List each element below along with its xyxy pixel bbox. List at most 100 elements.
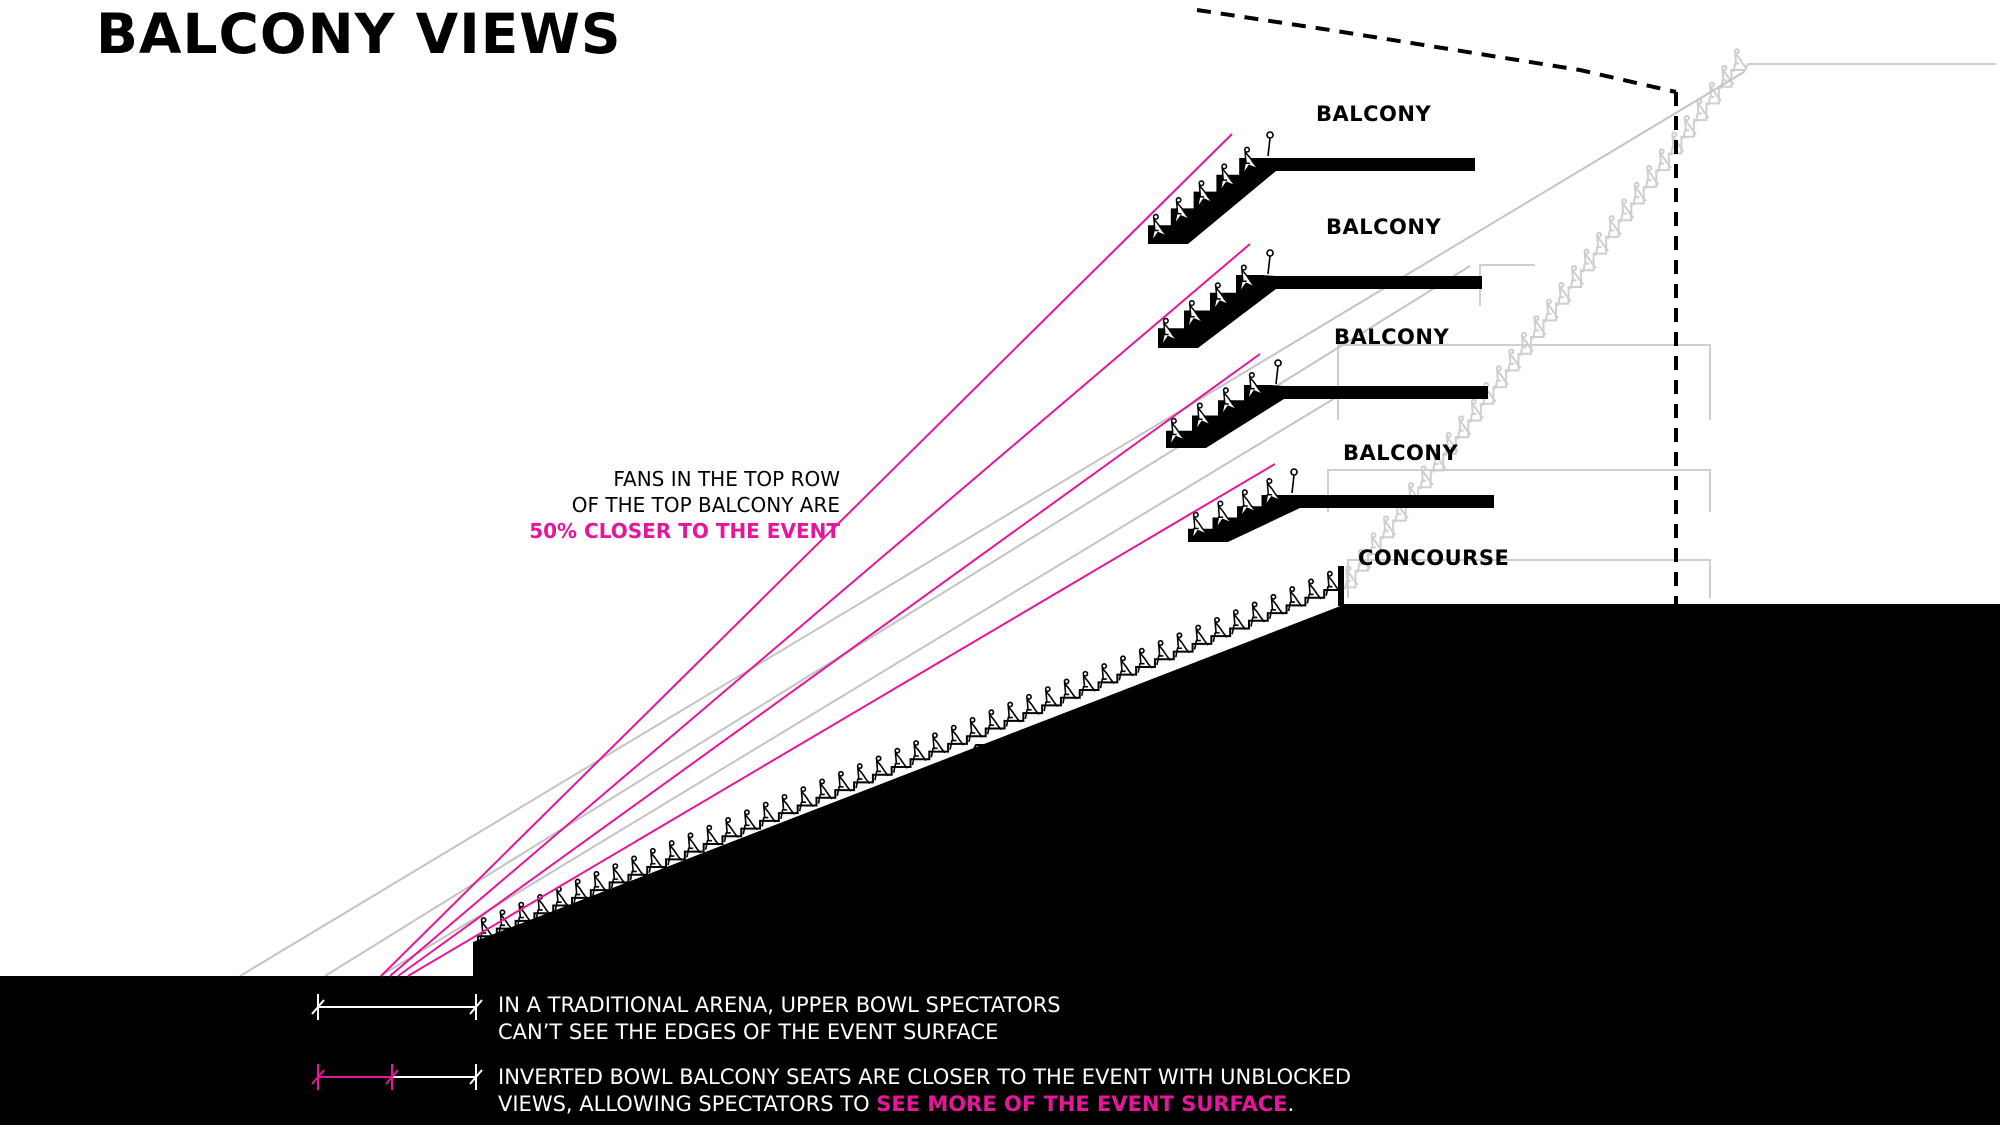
legend-highlight: SEE MORE OF THE EVENT SURFACE — [876, 1092, 1288, 1116]
seated-spectator — [704, 824, 720, 850]
seated-spectator — [1657, 148, 1672, 173]
seated-spectator — [1607, 215, 1622, 240]
seated-spectator — [723, 817, 739, 843]
seated-spectator — [1239, 264, 1255, 291]
balcony-label: BALCONY — [1316, 102, 1432, 126]
legend-traditional-text: IN A TRADITIONAL ARENA, UPPER BOWL SPECT… — [498, 992, 1061, 1046]
callout-note: FANS IN THE TOP ROW OF THE TOP BALCONY A… — [529, 466, 840, 544]
seated-spectator — [1381, 515, 1397, 540]
legend-line: IN A TRADITIONAL ARENA, UPPER BOWL SPECT… — [498, 993, 1061, 1017]
balcony-deck — [1266, 386, 1488, 399]
traditional-sightline — [379, 391, 1346, 977]
seated-spectator — [1195, 402, 1211, 429]
seated-spectator — [1196, 180, 1213, 207]
traditional-sightlines — [239, 71, 1745, 977]
seated-spectator — [1356, 548, 1372, 573]
page-title: BALCONY VIEWS — [96, 2, 622, 66]
legend-line: CAN’T SEE THE EDGES OF THE EVENT SURFACE — [498, 1020, 999, 1044]
legend-line-suffix: . — [1287, 1092, 1295, 1116]
standing-spectator — [1266, 249, 1274, 275]
seated-spectator — [1344, 565, 1359, 590]
standing-spectator — [1266, 131, 1274, 157]
seated-spectator — [817, 778, 833, 804]
seated-spectator — [780, 793, 795, 820]
seated-spectator — [1732, 48, 1748, 73]
balcony-label: BALCONY — [1326, 215, 1442, 239]
seated-spectator — [1268, 593, 1284, 619]
seated-spectator — [1043, 686, 1059, 712]
seated-spectator — [1242, 146, 1259, 173]
balcony-seats — [1161, 264, 1255, 345]
seated-spectator — [686, 832, 701, 858]
roof-dashed-line — [1196, 8, 1677, 94]
seated-spectator — [1231, 609, 1247, 635]
seated-spectator — [1169, 417, 1185, 445]
lower-bowl-seat-steps — [477, 589, 1343, 944]
seated-spectator — [1215, 500, 1232, 527]
ghost-upper-bowl-outline — [1479, 264, 1535, 306]
balcony-deck — [1258, 276, 1482, 289]
legend-line: INVERTED BOWL BALCONY SEATS ARE CLOSER T… — [498, 1065, 1352, 1089]
marker-slash — [385, 1069, 399, 1085]
ghost-seat-steps — [1342, 69, 1744, 604]
seated-spectator — [1187, 300, 1203, 327]
balcony-sightline — [389, 243, 1251, 977]
seated-spectator — [874, 755, 890, 781]
seated-spectator — [1419, 465, 1434, 490]
seated-spectator — [892, 747, 908, 773]
seated-spectator — [1444, 432, 1459, 457]
seated-spectator — [1531, 315, 1547, 340]
marker-slash — [469, 999, 483, 1015]
seated-spectator — [1519, 331, 1534, 356]
seated-spectator — [1306, 578, 1322, 604]
balcony-stepped-slab — [1166, 385, 1284, 448]
traditional-sightline — [239, 71, 1745, 977]
seated-spectator — [1544, 298, 1560, 323]
seated-spectator — [1632, 181, 1647, 206]
marker-slash — [469, 1069, 483, 1085]
seated-spectator — [1456, 415, 1472, 440]
seated-spectator — [742, 809, 758, 835]
seated-spectator — [1431, 448, 1447, 473]
seated-spectator — [1099, 663, 1115, 689]
legend-inverted-marker — [311, 1064, 483, 1090]
seated-spectator — [1325, 570, 1341, 596]
seated-spectator — [573, 878, 589, 904]
balcony-sightline — [397, 353, 1261, 977]
lower-bowl-structure — [0, 604, 2000, 1125]
balcony-sightline — [380, 133, 1233, 977]
balcony-seats — [1169, 372, 1263, 445]
balcony-tier — [1158, 249, 1482, 348]
seated-spectator — [1469, 398, 1484, 423]
seated-spectator — [1024, 693, 1040, 719]
callout-highlight: 50% CLOSER TO THE EVENT — [529, 519, 840, 543]
seated-spectator — [1594, 231, 1610, 256]
seated-spectator — [1506, 348, 1522, 373]
seated-spectator — [1137, 647, 1153, 673]
seated-spectator — [1682, 115, 1697, 139]
balcony-tier — [1188, 468, 1494, 542]
balcony-sightline — [407, 463, 1276, 977]
seated-spectator — [667, 840, 683, 866]
seated-spectator — [629, 855, 645, 881]
legend-traditional-marker — [311, 994, 483, 1020]
balcony-stepped-slab — [1188, 495, 1300, 542]
seated-spectator — [1174, 632, 1190, 658]
balcony-seats — [1191, 478, 1281, 539]
seated-spectator — [761, 801, 777, 827]
seated-spectator — [986, 709, 1002, 735]
seated-spectator — [610, 863, 626, 889]
seated-spectator — [1161, 317, 1177, 345]
concourse-label: CONCOURSE — [1358, 546, 1510, 570]
seated-spectator — [1644, 165, 1660, 190]
seated-spectator — [1151, 213, 1167, 241]
ghost-upper-bowl-outline — [1743, 63, 1996, 73]
balcony-label: BALCONY — [1343, 441, 1459, 465]
legend-line-prefix: VIEWS, ALLOWING SPECTATORS TO — [498, 1092, 877, 1116]
marker-slash — [311, 1069, 325, 1085]
seated-spectator — [1156, 640, 1172, 666]
marker-slash — [311, 999, 325, 1015]
balcony-tiers — [1148, 131, 1494, 542]
seated-spectator — [1557, 281, 1572, 306]
lower-bowl-front-wall — [473, 942, 478, 978]
